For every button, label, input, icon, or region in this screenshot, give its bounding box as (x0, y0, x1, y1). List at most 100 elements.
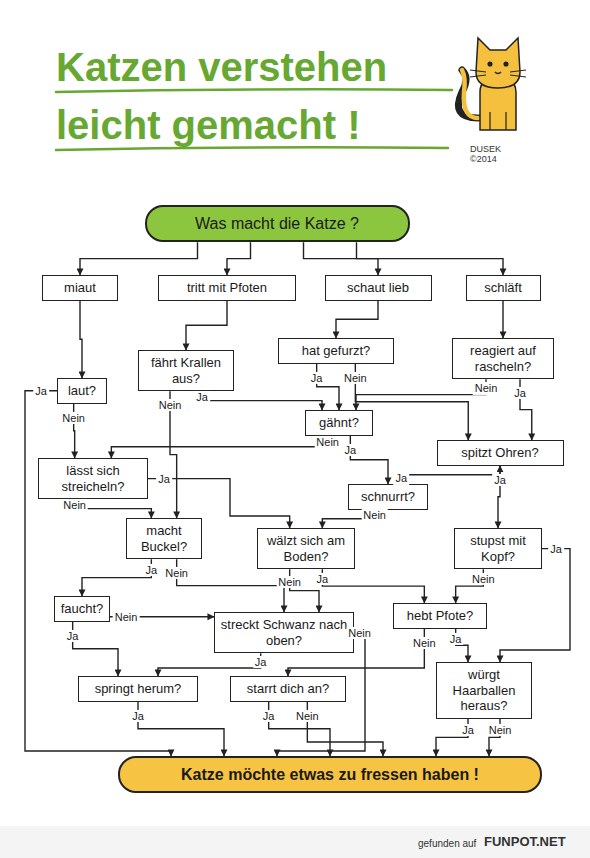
edge-label: Ja (194, 391, 210, 403)
connector-arrow (82, 559, 151, 596)
decision-box: gähnt? (305, 410, 373, 436)
node-text: starrt dich an? (236, 681, 340, 697)
connector-arrow (186, 301, 227, 350)
cat-tail (458, 70, 478, 118)
edge-label: Ja (460, 724, 476, 736)
edge-label: Ja (144, 564, 160, 576)
node-text: schläft (472, 280, 535, 296)
edge-label: Ja (130, 710, 146, 722)
decision-box: stupst mit Kopf? (454, 528, 542, 569)
decision-box: laut? (57, 378, 107, 404)
cat-whiskers (470, 70, 526, 77)
edge-label: Ja (492, 474, 508, 486)
connector-arrow (401, 466, 500, 484)
footer-band (0, 826, 590, 858)
node-text: gähnt? (311, 415, 367, 431)
title: Katzen verstehen leicht gemacht ! (56, 38, 456, 154)
end-box: Katze möchte etwas zu fressen haben ! (118, 756, 542, 793)
cat-tail (462, 70, 478, 118)
edge-label: Nein (113, 611, 140, 623)
edge-label: Ja (394, 472, 410, 484)
connector-arrow (356, 379, 486, 410)
cat-eye (488, 62, 492, 66)
connector-arrow (80, 301, 82, 378)
cat-illustration (458, 38, 526, 130)
node-text: fährt Krallen aus? (144, 355, 228, 386)
decision-box: macht Buckel? (126, 518, 202, 559)
edge-label: Ja (343, 444, 359, 456)
edge-label: Nein (276, 576, 303, 588)
node-text: springt herum? (84, 681, 192, 697)
node-text: Katze möchte etwas zu fressen haben ! (130, 765, 530, 784)
decision-box: schnurrt? (348, 484, 428, 510)
decision-box: lässt sich streicheln? (38, 458, 148, 499)
edge-label: Ja (512, 387, 528, 399)
node-text: streckt Schwanz nach oben? (220, 617, 348, 648)
decision-box: würgt Haarballen heraus? (436, 662, 532, 719)
edge-label: Ja (315, 573, 331, 585)
cat-legs (490, 112, 506, 130)
edge-label: Nein (163, 567, 190, 579)
decision-box: starrt dich an? (230, 676, 346, 702)
edge-label: Nein (61, 499, 88, 511)
node-text: hat gefurzt? (284, 343, 388, 359)
edge-label: Nein (314, 436, 341, 448)
connector-arrow (111, 436, 327, 458)
connector-arrow (322, 569, 424, 603)
underline (56, 89, 452, 92)
node-text: lässt sich streicheln? (44, 463, 142, 494)
node-text: laut? (63, 383, 101, 399)
node-text: miaut (48, 280, 112, 296)
connector-arrow (138, 702, 224, 756)
edge-label: Nein (487, 724, 514, 736)
edge-label: Nein (473, 382, 500, 394)
decision-box: faucht? (54, 596, 110, 622)
start-box: Was macht die Katze ? (145, 205, 410, 242)
edge-label: Ja (309, 371, 325, 383)
edge-label: Nein (411, 637, 438, 649)
decision-box: miaut (42, 275, 118, 301)
cat-eye (504, 62, 508, 66)
connector-arrow (80, 242, 198, 275)
decision-box: schläft (466, 275, 541, 301)
decision-box: reagiert auf rascheln? (452, 338, 554, 379)
connector-arrow (357, 242, 504, 275)
decision-box: wälzt sich am Boden? (257, 528, 355, 569)
watermark: FUNPOT.NET (484, 835, 580, 850)
decision-box: hebt Pfote? (393, 603, 487, 629)
decision-box: hat gefurzt? (278, 338, 394, 364)
node-text: würgt Haarballen heraus? (442, 667, 526, 714)
connector-arrow (202, 391, 322, 410)
node-text: spitzt Ohren? (443, 445, 558, 461)
cat-mouth (495, 72, 501, 74)
edge-label: Ja (253, 656, 269, 668)
node-text: hebt Pfote? (399, 608, 481, 624)
cat-head (476, 38, 520, 88)
edge-label: Ja (33, 385, 49, 397)
edge-label: Ja (156, 473, 172, 485)
node-text: Was macht die Katze ? (157, 214, 398, 233)
node-text: schaut lieb (331, 280, 426, 296)
connector-arrow (336, 301, 378, 338)
decision-box: tritt mit Pfoten (158, 275, 296, 301)
edge-label: Nein (157, 399, 184, 411)
decision-box: springt herum? (78, 676, 198, 702)
edge-label: Ja (65, 630, 81, 642)
edge-label: Nein (342, 372, 369, 384)
node-text: stupst mit Kopf? (460, 533, 536, 564)
node-text: schnurrt? (354, 489, 422, 505)
decision-box: schaut lieb (325, 275, 432, 301)
decision-box: fährt Krallen aus? (138, 350, 234, 391)
connector-arrow (158, 653, 261, 676)
underline (56, 147, 448, 150)
node-text: reagiert auf rascheln? (458, 343, 548, 374)
connector-arrow (269, 702, 330, 756)
edge-label: Ja (448, 633, 464, 645)
node-text: faucht? (60, 601, 104, 617)
edge-label: Nein (346, 627, 373, 639)
signature: DUSEK ©2014 (470, 144, 510, 165)
edge-label: Ja (261, 710, 277, 722)
edge-label: Ja (548, 543, 564, 555)
connector-arrow (502, 301, 503, 338)
decision-box: streckt Schwanz nach oben? (214, 612, 354, 653)
